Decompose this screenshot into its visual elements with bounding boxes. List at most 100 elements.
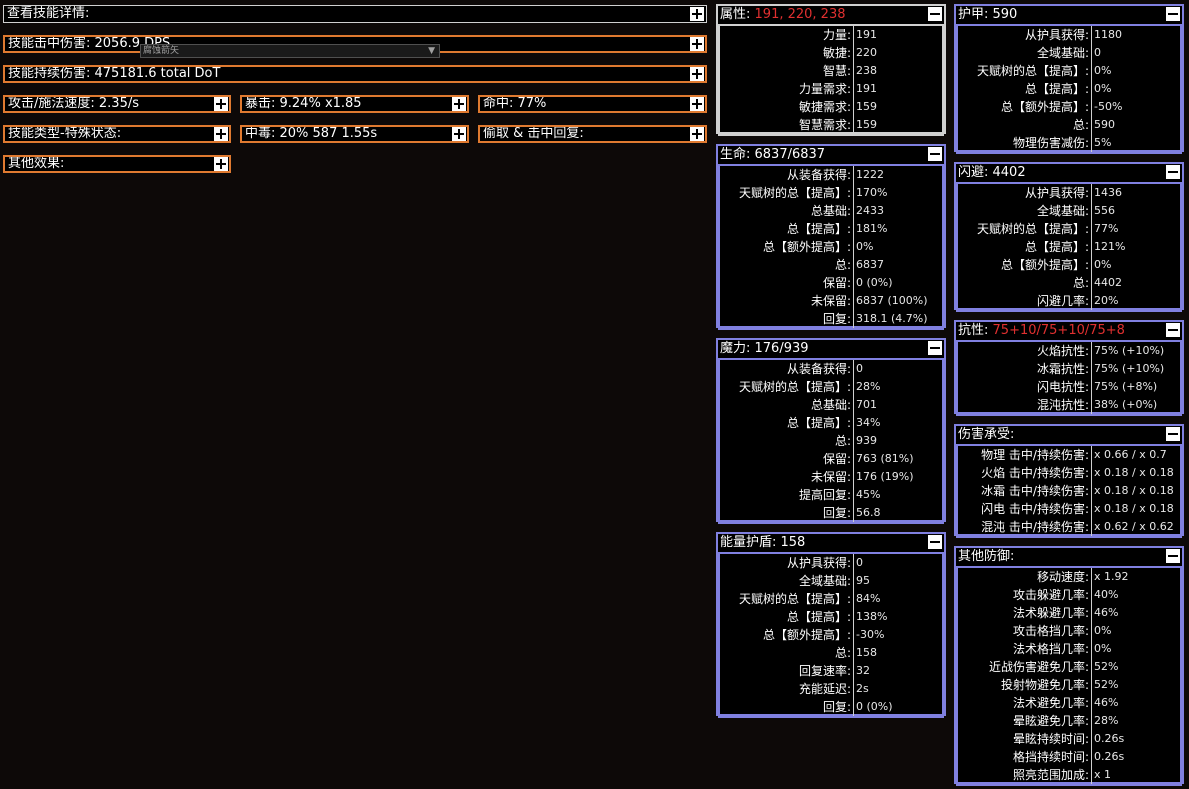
- expand-icon[interactable]: [690, 97, 704, 111]
- stat-value: 939: [856, 434, 877, 447]
- collapse-icon[interactable]: [1166, 427, 1180, 441]
- stat-value: 1436: [1094, 186, 1122, 199]
- stat-label: 总【提高】:: [720, 608, 854, 626]
- collapse-icon[interactable]: [928, 535, 942, 549]
- expand-icon[interactable]: [690, 127, 704, 141]
- life-header[interactable]: 生命: 6837/6837: [718, 146, 944, 164]
- poison-row[interactable]: 中毒: 20% 587 1.55s: [240, 125, 469, 143]
- stat-value: 1222: [856, 168, 884, 181]
- crit-row[interactable]: 暴击: 9.24% x1.85: [240, 95, 469, 113]
- stat-value: 191: [856, 28, 877, 41]
- collapse-icon[interactable]: [928, 147, 942, 161]
- stat-label: 未保留:: [720, 292, 854, 310]
- stat-row: 回复速率:32: [720, 662, 942, 680]
- armour-header[interactable]: 护甲: 590: [956, 6, 1182, 24]
- stat-label: 回复:: [720, 310, 854, 328]
- stat-row: 冰霜 击中/持续伤害:x 0.18 / x 0.18: [958, 482, 1180, 500]
- skill-dot-damage-row[interactable]: 技能持续伤害: 475181.6 total DoT: [3, 65, 707, 83]
- stat-label: 法术格挡几率:: [958, 640, 1092, 658]
- resistances-header[interactable]: 抗性: 75+10/75+10/75+8: [956, 322, 1182, 340]
- stat-label: 全域基础:: [958, 202, 1092, 220]
- stat-label: 移动速度:: [958, 568, 1092, 586]
- expand-icon[interactable]: [690, 7, 704, 21]
- energy-shield-header[interactable]: 能量护盾: 158: [718, 534, 944, 552]
- speed-label: 攻击/施法速度: 2.35/s: [8, 96, 139, 111]
- other-effects-row[interactable]: 其他效果:: [3, 155, 231, 173]
- stat-value: 0.26s: [1094, 750, 1125, 763]
- skill-details-header[interactable]: 查看技能详情:: [3, 5, 707, 23]
- leech-row[interactable]: 偷取 & 击中回复:: [478, 125, 707, 143]
- damage-taken-header[interactable]: 伤害承受:: [956, 426, 1182, 444]
- collapse-icon[interactable]: [1166, 549, 1180, 563]
- expand-icon[interactable]: [690, 37, 704, 51]
- stat-label: 投射物避免几率:: [958, 676, 1092, 694]
- stat-value: 34%: [856, 416, 881, 429]
- stat-row: 投射物避免几率:52%: [958, 676, 1180, 694]
- attributes-title-value: 191, 220, 238: [754, 7, 846, 22]
- evasion-header[interactable]: 闪避: 4402: [956, 164, 1182, 182]
- attributes-header[interactable]: 属性: 191, 220, 238: [718, 6, 944, 24]
- stat-label: 总:: [720, 256, 854, 274]
- stat-value: 20%: [1094, 294, 1119, 307]
- collapse-icon[interactable]: [928, 341, 942, 355]
- stat-row: 总【提高】:0%: [958, 80, 1180, 98]
- hit-chance-row[interactable]: 命中: 77%: [478, 95, 707, 113]
- expand-icon[interactable]: [690, 67, 704, 81]
- stat-row: 智慧需求:159: [720, 116, 942, 134]
- evasion-title: 闪避: 4402: [958, 165, 1026, 180]
- stat-value: 32: [856, 664, 870, 677]
- stat-value: x 0.18 / x 0.18: [1094, 502, 1174, 515]
- stat-value: x 0.18 / x 0.18: [1094, 466, 1174, 479]
- collapse-icon[interactable]: [1166, 323, 1180, 337]
- collapse-icon[interactable]: [928, 7, 942, 21]
- stat-value: 138%: [856, 610, 888, 623]
- expand-icon[interactable]: [214, 97, 228, 111]
- stat-value: 556: [1094, 204, 1115, 217]
- other-defences-header[interactable]: 其他防御:: [956, 548, 1182, 566]
- stat-value: 6837: [856, 258, 884, 271]
- stat-row: 攻击躲避几率:40%: [958, 586, 1180, 604]
- skill-select-dropdown[interactable]: 腐蚀箭矢 ▼: [140, 44, 440, 58]
- stat-row: 总:6837: [720, 256, 942, 274]
- skill-type-row[interactable]: 技能类型-特殊状态:: [3, 125, 231, 143]
- stat-value: -50%: [1094, 100, 1123, 113]
- stat-value: 0 (0%): [856, 276, 893, 289]
- stat-label: 总【额外提高】:: [720, 238, 854, 256]
- stat-row: 攻击格挡几率:0%: [958, 622, 1180, 640]
- stat-label: 智慧:: [720, 62, 854, 80]
- stat-label: 充能延迟:: [720, 680, 854, 698]
- expand-icon[interactable]: [214, 127, 228, 141]
- stat-label: 回复:: [720, 698, 854, 716]
- stat-value: 95: [856, 574, 870, 587]
- stat-row: 力量:191: [720, 26, 942, 44]
- stat-row: 充能延迟:2s: [720, 680, 942, 698]
- stat-row: 未保留:176 (19%): [720, 468, 942, 486]
- stat-row: 法术避免几率:46%: [958, 694, 1180, 712]
- stat-label: 混沌抗性:: [958, 396, 1092, 414]
- stat-row: 格挡持续时间:0.26s: [958, 748, 1180, 766]
- expand-icon[interactable]: [214, 157, 228, 171]
- stat-label: 力量需求:: [720, 80, 854, 98]
- mana-header[interactable]: 魔力: 176/939: [718, 340, 944, 358]
- collapse-icon[interactable]: [1166, 165, 1180, 179]
- expand-icon[interactable]: [452, 97, 466, 111]
- stat-label: 从护具获得:: [958, 26, 1092, 44]
- stat-row: 闪电 击中/持续伤害:x 0.18 / x 0.18: [958, 500, 1180, 518]
- stat-value: 318.1 (4.7%): [856, 312, 928, 325]
- stat-row: 晕眩持续时间:0.26s: [958, 730, 1180, 748]
- stat-value: 0.26s: [1094, 732, 1125, 745]
- stat-row: 回复:0 (0%): [720, 698, 942, 716]
- stat-value: 38% (+0%): [1094, 398, 1158, 411]
- speed-row[interactable]: 攻击/施法速度: 2.35/s: [3, 95, 231, 113]
- collapse-icon[interactable]: [1166, 7, 1180, 21]
- stat-row: 总基础:2433: [720, 202, 942, 220]
- stat-label: 总基础:: [720, 202, 854, 220]
- stat-label: 天赋树的总【提高】:: [720, 590, 854, 608]
- expand-icon[interactable]: [452, 127, 466, 141]
- stat-value: 590: [1094, 118, 1115, 131]
